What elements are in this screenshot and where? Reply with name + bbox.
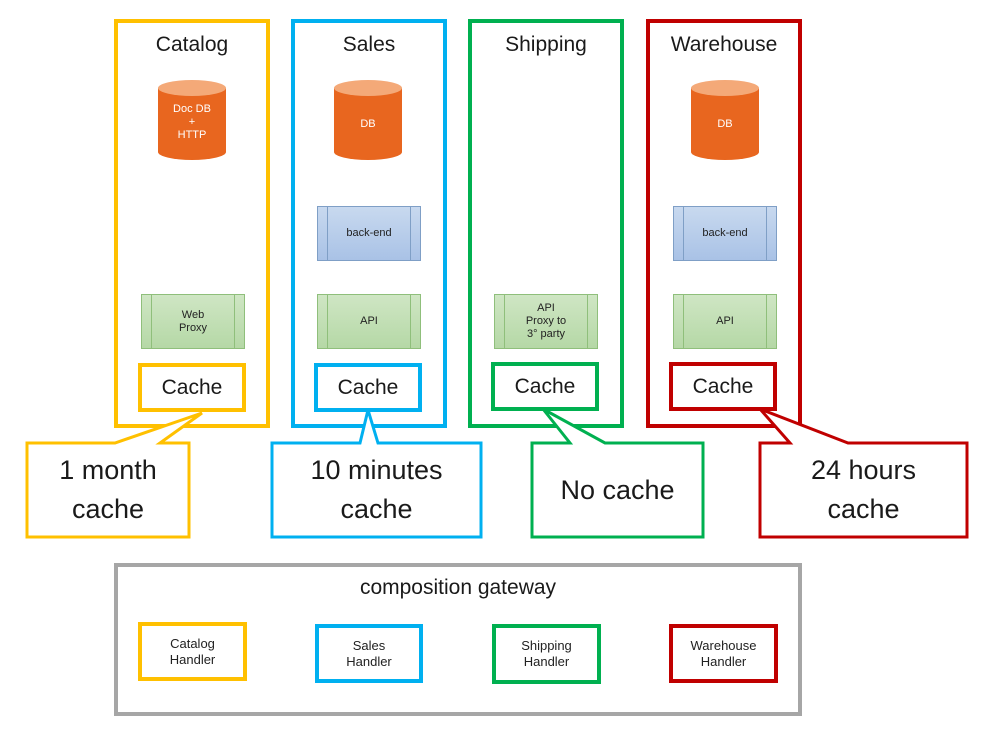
shipping-title: Shipping	[505, 33, 587, 56]
shipping-callout-shape	[530, 407, 705, 539]
sales-api-box: API	[317, 294, 421, 349]
sales-database-icon: DB	[333, 79, 403, 161]
catalog-db-label: Doc DB + HTTP	[173, 103, 211, 141]
catalog-handler: Catalog Handler	[138, 622, 247, 681]
warehouse-db-label: DB	[717, 118, 733, 130]
shipping-cache-box: Cache	[491, 362, 599, 411]
catalog-title: Catalog	[155, 33, 229, 56]
sales-cache-callout: 10 minutes cache	[310, 455, 443, 524]
warehouse-cache-callout: 24 hours cache	[810, 455, 917, 524]
warehouse-handler: Warehouse Handler	[669, 624, 778, 683]
catalog-callout-shape	[25, 411, 203, 539]
shipping-cache-callout: No cache	[560, 474, 675, 505]
shipping-service-column: Shipping	[468, 19, 624, 428]
catalog-web-proxy-box: Web Proxy	[141, 294, 245, 349]
shipping-api-proxy-box: API Proxy to 3° party	[494, 294, 598, 349]
gateway-title: composition gateway	[359, 576, 557, 599]
sales-backend-box: back-end	[317, 206, 421, 261]
shipping-handler: Shipping Handler	[492, 624, 601, 684]
sales-title: Sales	[342, 33, 396, 56]
sales-cache-box: Cache	[314, 363, 422, 412]
sales-callout-shape	[270, 404, 483, 539]
warehouse-backend-box: back-end	[673, 206, 777, 261]
warehouse-database-icon: DB	[690, 79, 760, 161]
sales-db-label: DB	[360, 118, 376, 130]
catalog-cache-box: Cache	[138, 363, 246, 412]
sales-handler: Sales Handler	[315, 624, 423, 683]
warehouse-callout-shape	[758, 407, 969, 539]
warehouse-cache-box: Cache	[669, 362, 777, 411]
catalog-cache-callout: 1 month cache	[59, 455, 157, 524]
warehouse-api-box: API	[673, 294, 777, 349]
warehouse-title: Warehouse	[670, 33, 778, 56]
catalog-database-icon: Doc DB + HTTP	[157, 79, 227, 161]
